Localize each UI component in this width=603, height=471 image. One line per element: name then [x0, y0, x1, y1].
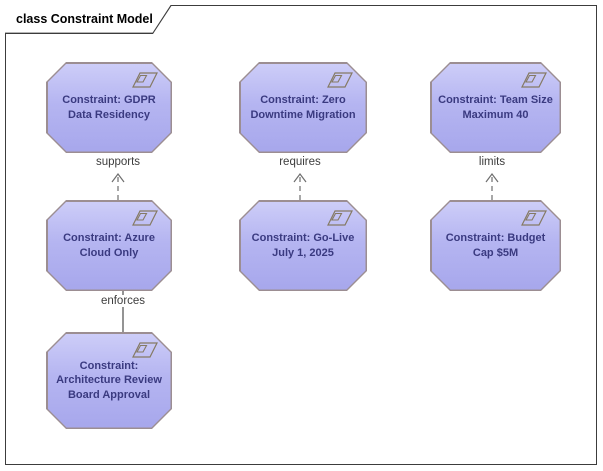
- constraint-icon: [519, 209, 549, 227]
- constraint-icon: [519, 71, 549, 89]
- node-azure-cloud-only[interactable]: Constraint: Azure Cloud Only: [46, 200, 172, 291]
- constraint-icon: [130, 341, 160, 359]
- node-label: Constraint: GDPR Data Residency: [62, 94, 156, 121]
- frame-tab: class Constraint Model: [5, 5, 172, 34]
- connector-label-enforces[interactable]: enforces: [97, 295, 149, 307]
- node-label: Constraint: Architecture Review Board Ap…: [56, 359, 162, 401]
- node-team-size-maximum-40[interactable]: Constraint: Team Size Maximum 40: [430, 62, 561, 153]
- node-label: Constraint: Team Size Maximum 40: [438, 94, 553, 121]
- node-budget-cap-5m[interactable]: Constraint: Budget Cap $5M: [430, 200, 561, 291]
- node-gdpr-data-residency[interactable]: Constraint: GDPR Data Residency: [46, 62, 172, 153]
- connector-label-supports[interactable]: supports: [92, 156, 144, 168]
- connector-label-requires[interactable]: requires: [276, 156, 324, 168]
- diagram-title: class Constraint Model: [16, 11, 153, 26]
- node-go-live-july-1-2025[interactable]: Constraint: Go-Live July 1, 2025: [239, 200, 367, 291]
- node-zero-downtime-migration[interactable]: Constraint: Zero Downtime Migration: [239, 62, 367, 153]
- constraint-icon: [325, 71, 355, 89]
- node-label: Constraint: Go-Live July 1, 2025: [251, 232, 355, 259]
- node-label: Constraint: Budget Cap $5M: [445, 232, 546, 259]
- node-label: Constraint: Azure Cloud Only: [63, 232, 155, 259]
- node-label: Constraint: Zero Downtime Migration: [250, 94, 356, 121]
- frame-tab-face: class Constraint Model: [5, 5, 171, 33]
- node-architecture-review-board-approval[interactable]: Constraint: Architecture Review Board Ap…: [46, 332, 172, 429]
- constraint-icon: [325, 209, 355, 227]
- constraint-icon: [130, 71, 160, 89]
- connector-label-limits[interactable]: limits: [475, 156, 509, 168]
- constraint-icon: [130, 209, 160, 227]
